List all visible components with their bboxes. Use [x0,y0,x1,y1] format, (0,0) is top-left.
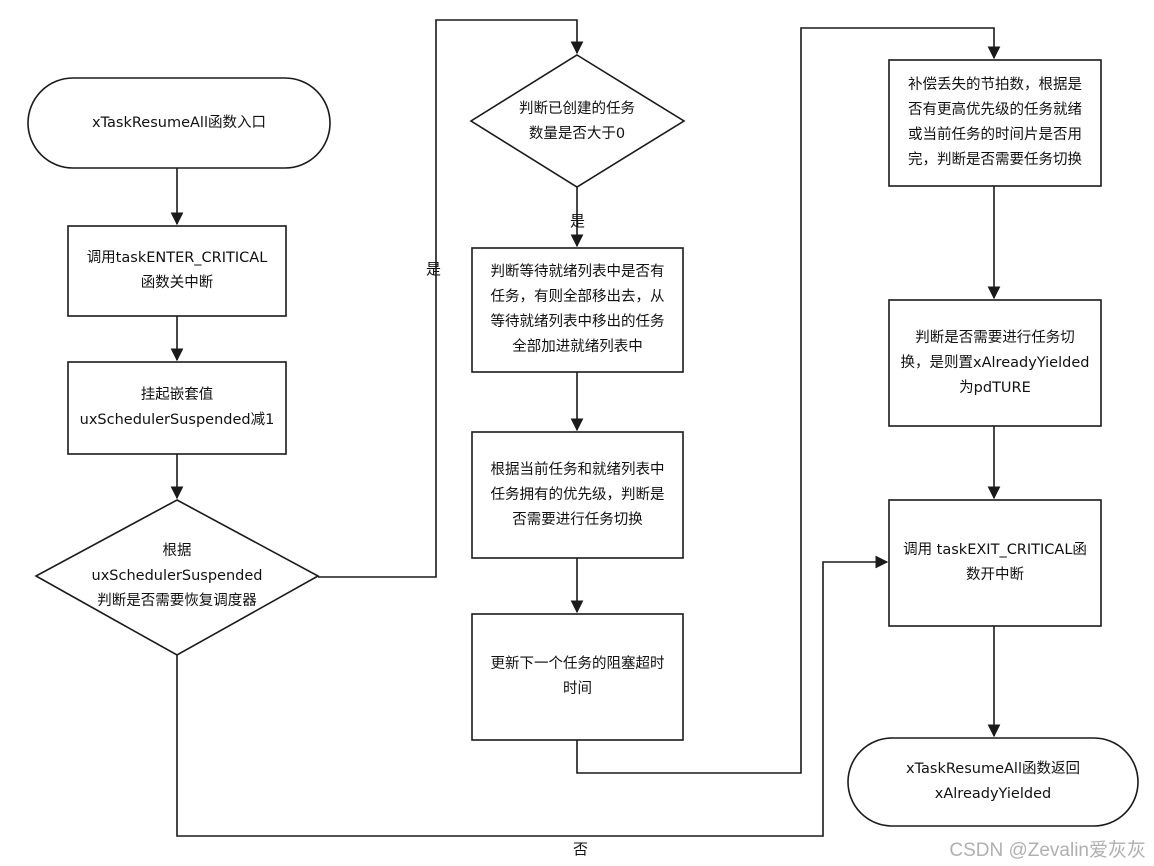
exit-critical-label: 调用 taskEXIT_CRITICAL函 数开中断 [903,542,1087,583]
end-terminal-label: xTaskResumeAll函数返回 xAlreadyYielded [906,761,1080,802]
set-yielded-label: 判断是否需要进行任务切 换，是则置xAlreadyYielded 为pdTURE [900,329,1090,396]
check-resume-label: 根据 uxSchedulerSuspended 判断是否需要恢复调度器 [91,542,263,609]
priority-check-label: 根据当前任务和就绪列表中 任务拥有的优先级，判断是 否需要进行任务切换 [490,461,665,528]
edge-resume-yes-to-check-tasks [318,19,584,578]
start-terminal-label: xTaskResumeAll函数入口 [92,114,266,131]
check-tasks-label: 判断已创建的任务 数量是否大于0 [519,101,635,142]
edge-label-no-resume: 否 [573,840,589,858]
watermark-text: CSDN @Zevalin爱灰灰 [949,840,1146,861]
edge-resume-no-to-exit [176,555,889,837]
update-timeout-label: 更新下一个任务的阻塞超时 时间 [490,656,665,697]
suspend-dec-label: 挂起嵌套值 uxSchedulerSuspended减1 [79,387,275,428]
start-terminal-shape [27,77,331,169]
edge-label-yes-tasks: 是 [570,212,586,230]
edge-update-to-compensate [576,27,1001,774]
end-terminal-shape [847,737,1139,827]
compensate-ticks-label: 补偿丢失的节拍数，根据是 否有更高优先级的任务就绪 或当前任务的时间片是否用 完… [908,77,1082,168]
move-pending-label: 判断等待就绪列表中是否有 任务，有则全部移出去，从 等待就绪列表中移出的任务 全… [490,264,665,355]
compensate-ticks-box [888,59,1102,187]
enter-critical-label: 调用taskENTER_CRITICAL 函数关中断 [86,250,268,291]
edge-label-yes-resume: 是 [426,260,442,278]
set-yielded-box [888,299,1102,427]
exit-critical-box [888,499,1102,627]
